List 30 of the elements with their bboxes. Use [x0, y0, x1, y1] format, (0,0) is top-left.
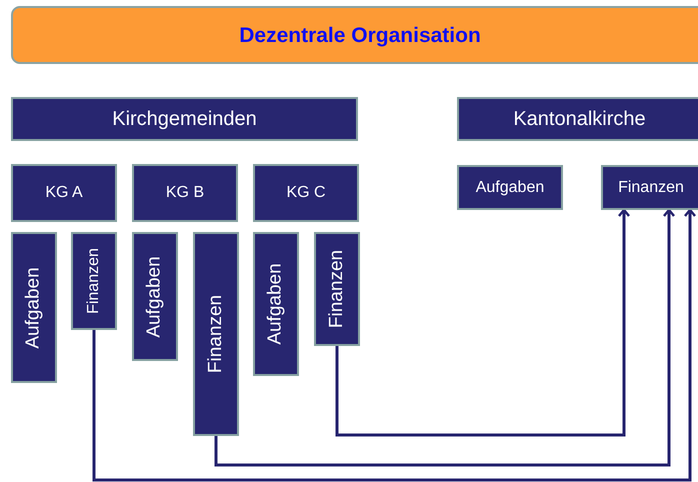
arrow	[214, 208, 676, 466]
box-label: Finanzen	[85, 248, 103, 314]
org-box	[457, 165, 563, 210]
box-label: KG C	[286, 184, 326, 202]
box-label: Aufgaben	[144, 256, 166, 338]
org-box	[193, 232, 239, 436]
org-box	[253, 164, 359, 222]
box-label: Kantonalkirche	[513, 108, 646, 130]
box-label: Aufgaben	[23, 266, 45, 348]
box-label: Finanzen	[205, 294, 227, 374]
org-box	[457, 97, 698, 141]
org-box	[314, 232, 360, 346]
box-label: KG B	[166, 184, 204, 202]
title: Dezentrale Organisation	[238, 24, 482, 48]
org-box	[11, 232, 57, 383]
org-box	[132, 232, 178, 361]
box-label: KG A	[45, 184, 83, 202]
org-box	[11, 164, 117, 222]
box-label: Finanzen	[326, 250, 348, 328]
arrow	[92, 208, 696, 482]
box-label: Kirchgemeinden	[112, 108, 257, 130]
box-label: Aufgaben	[265, 263, 287, 345]
org-box	[253, 232, 299, 376]
org-box	[132, 164, 238, 222]
org-box	[11, 97, 358, 141]
box-label: Finanzen	[618, 178, 684, 196]
box-label: Aufgaben	[476, 178, 544, 196]
org-box	[71, 232, 117, 330]
org-box	[601, 165, 698, 210]
arrow	[336, 208, 630, 436]
